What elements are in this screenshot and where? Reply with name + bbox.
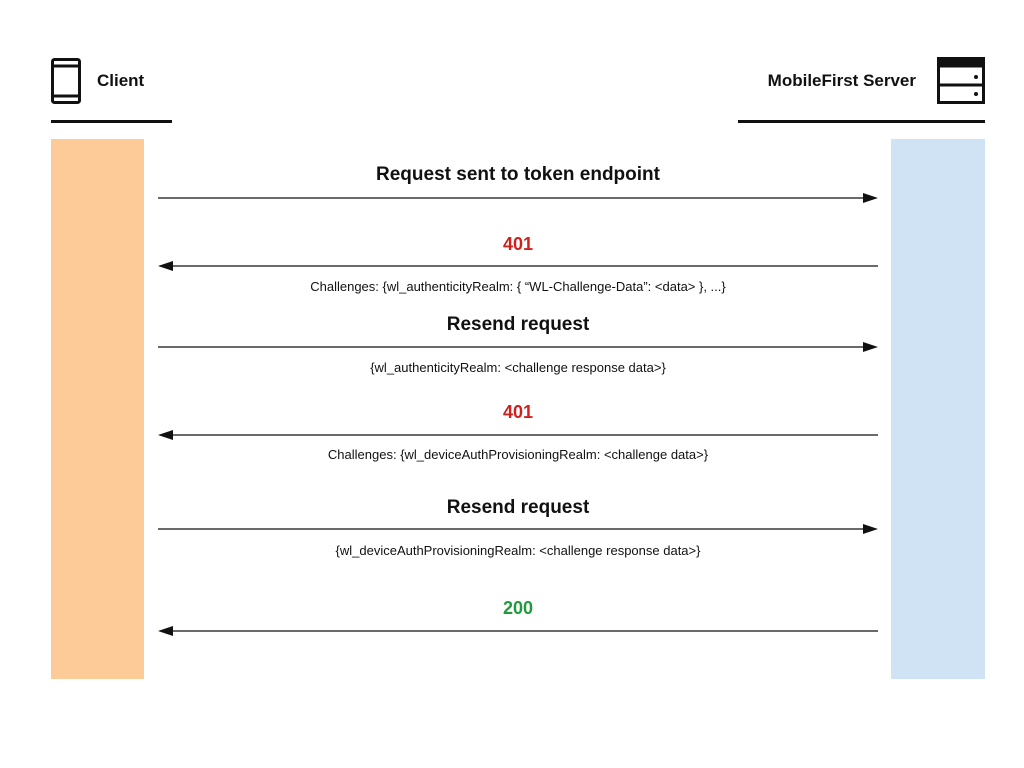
message-title: Resend request xyxy=(446,497,590,518)
arrow-resend-first xyxy=(158,342,878,352)
status-code-401: 401 xyxy=(502,402,534,422)
message-title: Resend request xyxy=(446,314,590,335)
message-detail: Challenges: {wl_deviceAuthProvisioningRe… xyxy=(327,447,709,462)
message-detail: {wl_deviceAuthProvisioningRealm: <challe… xyxy=(335,543,701,558)
message-detail: {wl_authenticityRealm: <challenge respon… xyxy=(370,360,666,375)
arrow-401-second xyxy=(158,430,878,440)
arrow-request-token xyxy=(158,193,878,203)
server-label: MobileFirst Server xyxy=(767,71,916,90)
client-underline xyxy=(51,120,172,123)
status-code-401: 401 xyxy=(502,234,534,254)
server-lifeline xyxy=(891,139,985,679)
arrow-401-first xyxy=(158,261,878,271)
message-title: Request sent to token endpoint xyxy=(376,164,660,185)
server-icon xyxy=(937,57,985,104)
client-label: Client xyxy=(97,71,145,90)
message-detail: Challenges: {wl_authenticityRealm: { “WL… xyxy=(310,279,726,294)
client-lifeline xyxy=(51,139,144,679)
server-underline xyxy=(738,120,985,123)
arrow-200 xyxy=(158,626,878,636)
arrow-resend-second xyxy=(158,524,878,534)
phone-icon xyxy=(51,58,81,104)
status-code-200: 200 xyxy=(502,598,534,618)
